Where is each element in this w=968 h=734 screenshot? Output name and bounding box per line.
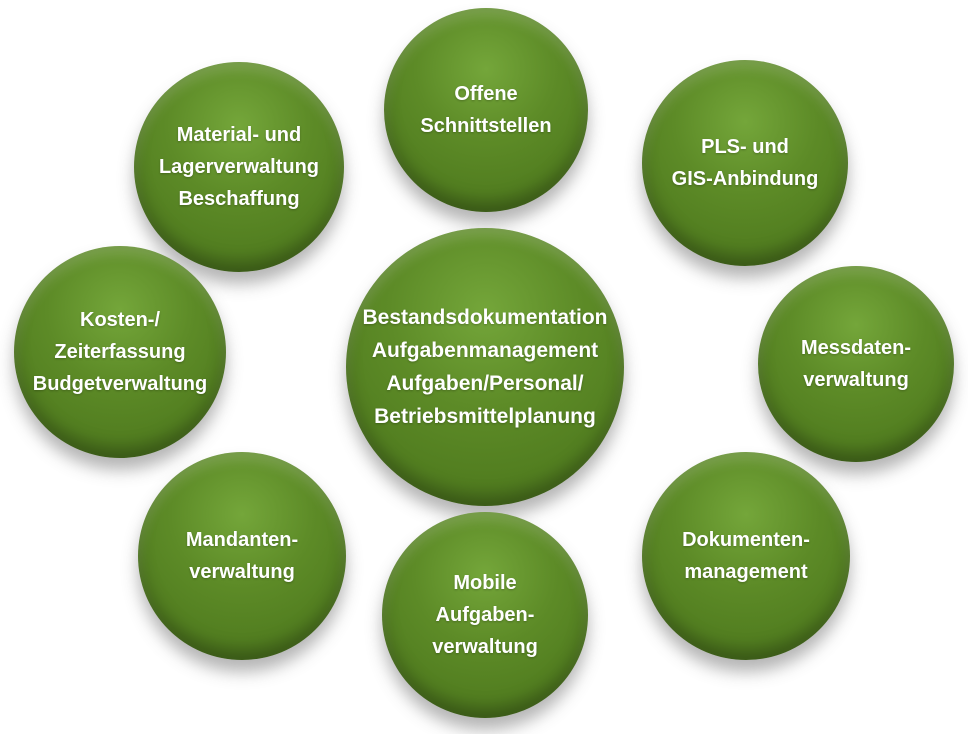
bubble-text-line: PLS- und (701, 136, 789, 158)
bubble-text-line: Schnittstellen (420, 115, 552, 137)
bubble-messdatenverwaltung: Messdaten- verwaltung (758, 266, 954, 462)
bubble-mobile-aufgabenverwaltung: Mobile Aufgaben- verwaltung (382, 512, 588, 718)
bubble-text-line: Material- und (176, 124, 302, 146)
bubble-text-line: Aufgabenmanagement (371, 338, 599, 362)
bubble-core-functions: Bestandsdokumentation Aufgabenmanagement… (346, 228, 624, 506)
bubble-text-line: Mandanten- (185, 529, 299, 551)
bubble-text-line: Mobile (453, 572, 517, 594)
bubble-text-line: management (684, 561, 808, 583)
bubble-pls-gis-anbindung: PLS- und GIS-Anbindung (642, 60, 848, 266)
bubble-text-line: Kosten-/ (80, 309, 160, 331)
bubble-text-line: GIS-Anbindung (671, 168, 819, 190)
bubble-dokumentenmanagement: Dokumenten- management (642, 452, 850, 660)
bubble-offene-schnittstellen: Offene Schnittstellen (384, 8, 588, 212)
bubble-material-lagerverwaltung: Material- und Lagerverwaltung Beschaffun… (134, 62, 344, 272)
bubble-text-line: Bestandsdokumentation (362, 305, 608, 329)
bubble-text-line: Beschaffung (178, 188, 300, 210)
bubble-text-line: Messdaten- (800, 337, 912, 359)
bubble-text-line: verwaltung (803, 369, 909, 391)
bubble-text-line: verwaltung (432, 636, 538, 658)
bubble-kosten-zeiterfassung: Kosten-/ Zeiterfassung Budgetverwaltung (14, 246, 226, 458)
bubble-text-line: Betriebsmittelplanung (374, 405, 596, 429)
bubble-text-line: Lagerverwaltung (158, 156, 320, 178)
bubble-mandantenverwaltung: Mandanten- verwaltung (138, 452, 346, 660)
bubble-text-line: Offene (454, 83, 518, 105)
bubble-text-line: Aufgaben/Personal/ (386, 372, 584, 395)
bubble-text-line: verwaltung (189, 561, 295, 583)
bubble-text-line: Zeiterfassung (54, 341, 186, 363)
bubble-text-line: Aufgaben- (435, 604, 535, 626)
bubble-text-line: Dokumenten- (682, 529, 810, 551)
bubble-text-line: Budgetverwaltung (32, 373, 208, 395)
